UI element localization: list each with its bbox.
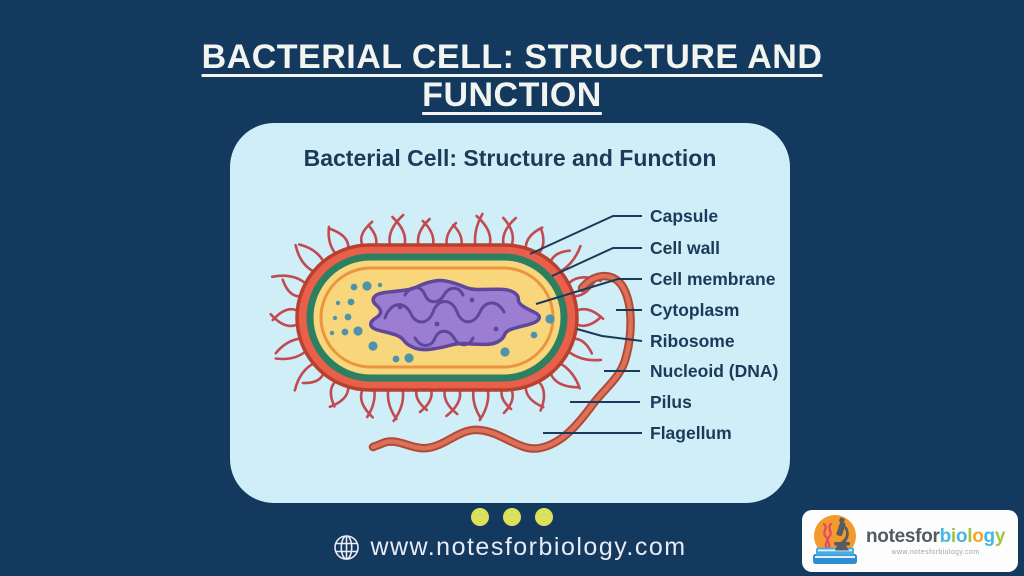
decorative-dots [0,508,1024,526]
dna-icon [822,522,833,550]
website-row: www.notesforbiology.com [230,533,790,562]
microscope-icon [834,517,850,551]
nucleoid-shape [368,278,541,352]
label-flagellum: Flagellum [650,423,732,443]
label-ribosome: Ribosome [650,331,735,351]
logo-url: www.notesforbiology.com [891,548,980,556]
leader-ribosome [576,328,643,342]
leader-capsule [529,215,642,255]
label-pilus: Pilus [650,392,692,412]
leader-cell-membrane [535,278,642,305]
page-title-line2: FUNCTION [422,76,602,114]
logo-name-notesfor: notesfor [866,525,940,547]
label-nucleoid: Nucleoid (DNA) [650,361,779,381]
leader-lines [529,215,643,434]
logo-text: notesforbiology www.notesforbiology.com [866,527,1005,556]
logo-name-biology: biology [939,525,1006,547]
website-url: www.notesforbiology.com [370,533,687,561]
ribosomes-group [329,281,555,363]
microscope-dna-books-icon [813,515,857,564]
card-title: Bacterial Cell: Structure and Function [303,145,717,171]
dot [535,508,553,526]
pili-group [269,212,605,423]
logo-card: notesforbiology www.notesforbiology.com [802,510,1018,572]
dot [471,508,489,526]
flagellum-shape [368,271,635,453]
bacterial-cell-illustration [269,212,643,453]
label-capsule: Capsule [650,206,719,226]
leader-cell-wall [551,247,642,277]
label-cell-membrane: Cell membrane [650,269,776,289]
nucleoid-squiggles [383,286,506,347]
dot [503,508,521,526]
page-title: BACTERIAL CELL: STRUCTURE AND FUNCTION [0,38,1024,114]
globe-icon [334,535,360,560]
logo-name: notesforbiology [866,527,1005,546]
label-cell-wall: Cell wall [650,238,721,258]
diagram-card: Bacterial Cell: Structure and Function [230,123,790,503]
page-title-line1: BACTERIAL CELL: STRUCTURE AND [201,38,823,76]
nucleoid-dots [397,297,499,332]
label-cytoplasm: Cytoplasm [650,300,740,320]
